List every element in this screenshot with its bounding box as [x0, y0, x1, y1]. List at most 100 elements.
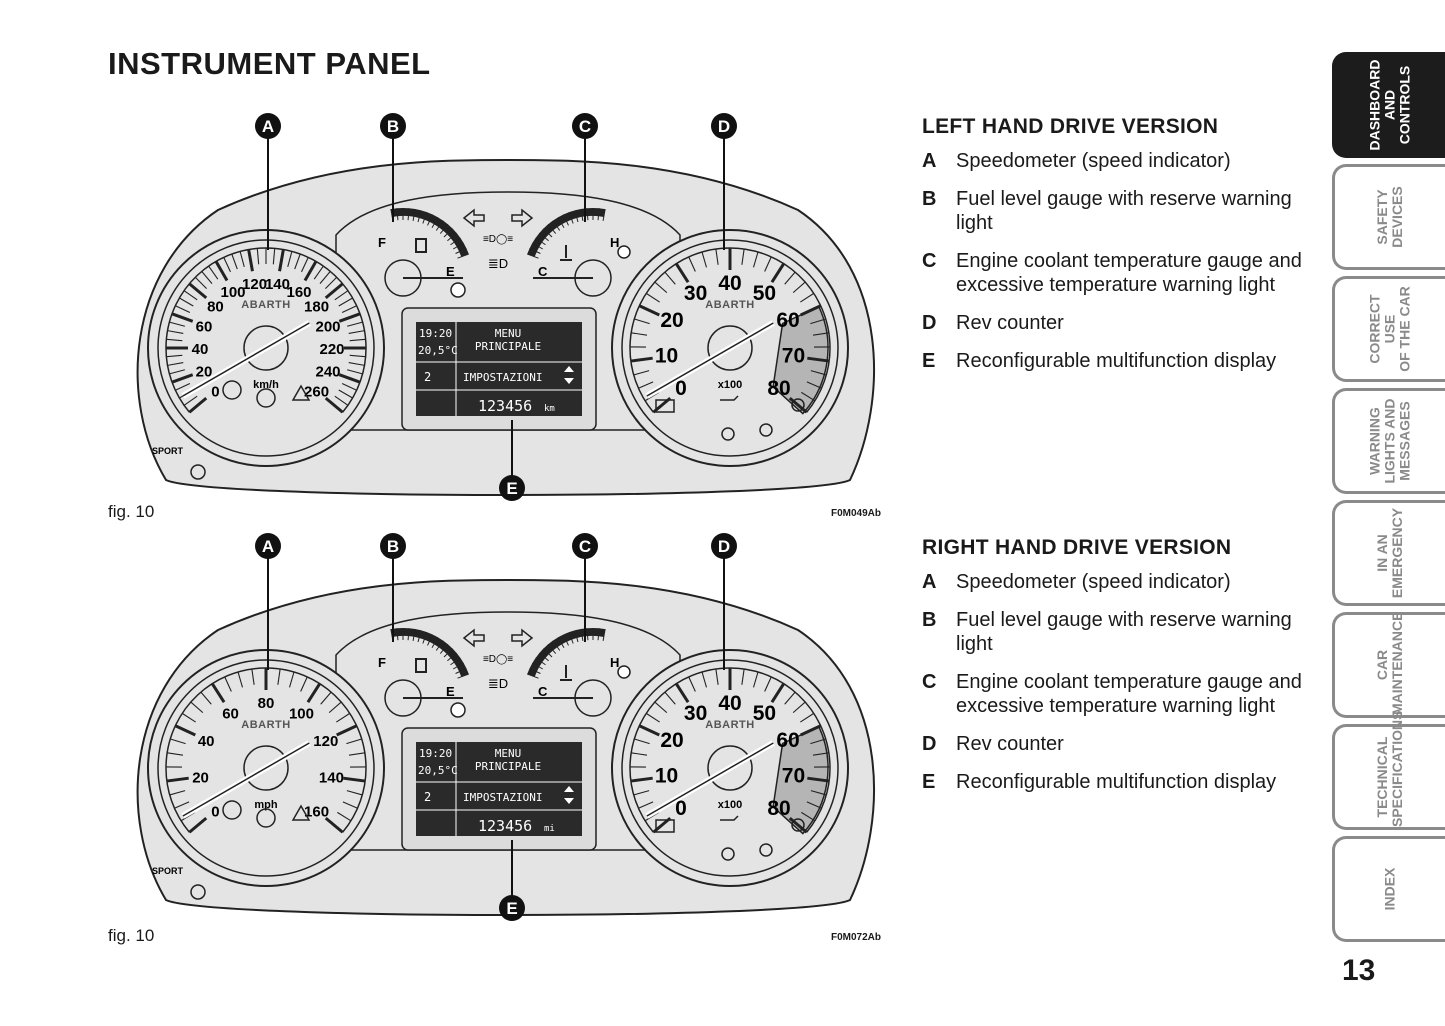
minor-tick [167, 330, 184, 334]
tick-label: 160 [304, 803, 329, 820]
temp-tick [539, 652, 549, 662]
minor-tick [715, 248, 719, 265]
tab-car-maintenance[interactable]: CAR MAINTENANCE [1332, 612, 1445, 718]
minor-tick [300, 676, 308, 692]
tick-label: 0 [211, 383, 219, 400]
tick-label: 140 [319, 770, 344, 787]
turn-left-icon [462, 628, 485, 648]
major-tick [171, 373, 194, 384]
minor-tick [319, 271, 331, 285]
sport-label: SPORT [152, 446, 184, 456]
major-tick [807, 776, 830, 783]
temp-tick [529, 667, 541, 674]
callout-marker [380, 113, 406, 139]
tick-label: 40 [718, 692, 741, 715]
temp-tick [547, 224, 557, 234]
airbag-icon [759, 423, 773, 437]
temp-tick [535, 237, 546, 246]
minor-tick [334, 290, 349, 301]
coolant-icon [560, 665, 572, 681]
legend-letter: A [922, 571, 937, 593]
fuel-tick [452, 662, 464, 670]
major-tick [343, 776, 366, 783]
temp-tick [535, 657, 546, 666]
minor-tick [792, 701, 806, 714]
minor-tick [654, 701, 668, 714]
major-tick [630, 356, 653, 363]
major-tick [306, 682, 321, 704]
tab-dashboard-and-controls[interactable]: DASHBOARD AND CONTROLS [1332, 52, 1445, 158]
minor-tick [806, 801, 822, 809]
callout-letter: E [506, 479, 517, 498]
tab-correct-use[interactable]: CORRECT USE OF THE CAR [1332, 276, 1445, 382]
temp-tick [597, 208, 600, 221]
callout-letter: B [387, 537, 399, 556]
temp-tick [529, 247, 541, 254]
gauge-ring [157, 659, 375, 877]
temp-tick [543, 648, 553, 658]
tab-safety-devices[interactable]: SAFETY DEVICES [1332, 164, 1445, 270]
tab-index[interactable]: INDEX [1332, 836, 1445, 942]
callout-marker [380, 533, 406, 559]
fuel-empty-label: E [446, 264, 455, 279]
passenger-airbag-icon [721, 427, 735, 441]
tick-label: 80 [767, 797, 790, 820]
minor-tick [806, 381, 822, 389]
tab-warning-lights[interactable]: WARNING LIGHTS AND MESSAGES [1332, 388, 1445, 494]
tick-label: 60 [222, 705, 239, 722]
tab-in-an-emergency[interactable]: IN AN EMERGENCY [1332, 500, 1445, 606]
minor-tick [190, 701, 204, 714]
brake-warning-icon [256, 808, 276, 828]
minor-tick [784, 691, 796, 705]
tick-label: 80 [767, 377, 790, 400]
legend-text: Speedometer (speed indicator) [956, 571, 1231, 593]
tick-label: 0 [211, 803, 219, 820]
tab-technical-specifications[interactable]: TECHNICAL SPECIFICATIONS [1332, 711, 1445, 830]
minor-tick [288, 671, 295, 688]
temp-tick [562, 214, 569, 226]
display-scroll-icon [564, 366, 574, 384]
minor-tick [166, 338, 183, 342]
seatbelt-icon [791, 818, 805, 832]
fuel-tick [431, 637, 439, 649]
brand-logo: ABARTH [705, 719, 754, 731]
tick-label: 70 [782, 764, 805, 787]
major-tick [214, 260, 229, 282]
temp-tick [580, 628, 584, 641]
temp-tick [532, 662, 544, 670]
display-odometer: 123456 [478, 397, 532, 415]
temp-tick [586, 208, 589, 221]
oil-pressure-icon [720, 395, 739, 401]
minor-tick [169, 369, 186, 375]
major-tick [800, 724, 822, 737]
minor-tick [194, 276, 207, 289]
minor-tick [800, 712, 815, 723]
minor-tick [645, 712, 660, 723]
display-time: 19:20 [419, 747, 452, 760]
fuel-pump-icon [415, 238, 427, 253]
minor-tick [328, 701, 342, 714]
temp-cold-label: C [538, 264, 548, 279]
display-screen [416, 742, 582, 836]
minor-tick [167, 752, 184, 756]
minor-tick [701, 671, 708, 688]
legend-letter: A [922, 150, 937, 172]
abs-icon [222, 800, 242, 820]
brand-logo: ABARTH [705, 299, 754, 311]
legend-letter: E [922, 771, 936, 793]
fuel-tick [417, 210, 422, 223]
tick-label: 30 [684, 282, 707, 305]
minor-tick [301, 257, 309, 273]
minor-tick [320, 691, 332, 705]
callout-marker [255, 113, 281, 139]
fuel-tick [452, 242, 464, 250]
minor-tick [764, 256, 772, 272]
callout-letter: A [262, 117, 274, 136]
minor-tick [633, 370, 650, 376]
minor-tick [801, 811, 816, 822]
fuel-tick [443, 228, 453, 238]
temp-tick [557, 637, 565, 649]
fuel-tick [427, 214, 434, 226]
